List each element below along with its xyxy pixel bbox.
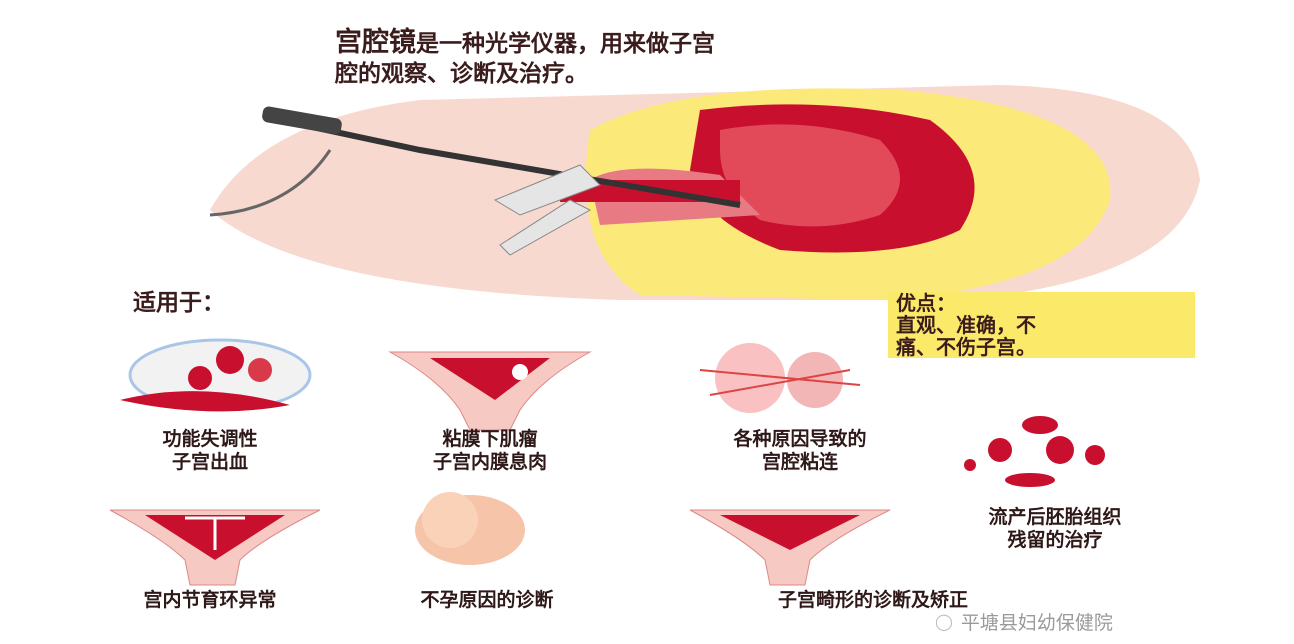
caption-line: 流产后胚胎组织 (988, 506, 1122, 528)
indication-caption: 功能失调性 子宫出血 (162, 428, 257, 474)
submucous-fibroid-illustration (388, 351, 592, 431)
fetus-illustration (415, 492, 525, 565)
caption-line: 子宫内膜息肉 (432, 451, 548, 473)
residual-tissue-illustration (964, 416, 1105, 487)
indication-caption: 各种原因导致的 宫腔粘连 (733, 428, 866, 474)
indications-heading: 适用于： (133, 290, 225, 316)
uterine-malformation-illustration (689, 509, 891, 586)
indication-caption: 不孕原因的诊断 (420, 589, 554, 611)
indication-caption: 子宫畸形的诊断及矫正 (777, 589, 969, 611)
advantages-box: 优点： 直观、准确，不 痛、不伤子宫。 (888, 292, 1195, 358)
indication-caption: 粘膜下肌瘤 子宫内膜息肉 (433, 428, 547, 474)
page-title: 宫腔镜是一种光学仪器，用来做子宫 腔的观察、诊断及治疗。 (335, 28, 715, 89)
adhesion-illustration (699, 343, 861, 413)
caption-line: 粘膜下肌瘤 (442, 428, 538, 450)
caption-line: 功能失调性 (162, 428, 258, 450)
caption-line: 残留的治疗 (1007, 529, 1103, 551)
caption-line: 子宫出血 (171, 451, 249, 473)
dysfunctional-bleeding-illustration (120, 338, 312, 412)
caption-line: 各种原因导致的 (733, 428, 867, 450)
advantages-line2: 痛、不伤子宫。 (896, 335, 1036, 359)
hysteroscopy-illustration (209, 85, 1200, 300)
watermark-text: 平塘县妇幼保健院 (960, 612, 1113, 634)
iud-illustration (109, 509, 321, 586)
title-line2: 腔的观察、诊断及治疗。 (335, 61, 588, 87)
advantages-label: 优点： (896, 291, 956, 315)
advantages-line1: 直观、准确，不 (896, 313, 1036, 337)
indication-caption: 流产后胚胎组织 残留的治疗 (988, 506, 1121, 552)
title-highlight: 宫腔镜 (335, 27, 416, 58)
caption-line: 宫腔粘连 (761, 451, 839, 473)
indication-caption: 宫内节育环异常 (143, 589, 277, 611)
title-line1: 是一种光学仪器，用来做子宫 (416, 31, 715, 57)
wechat-icon: ◯ (935, 612, 953, 631)
watermark: ◯ 平塘县妇幼保健院 (935, 608, 1113, 635)
